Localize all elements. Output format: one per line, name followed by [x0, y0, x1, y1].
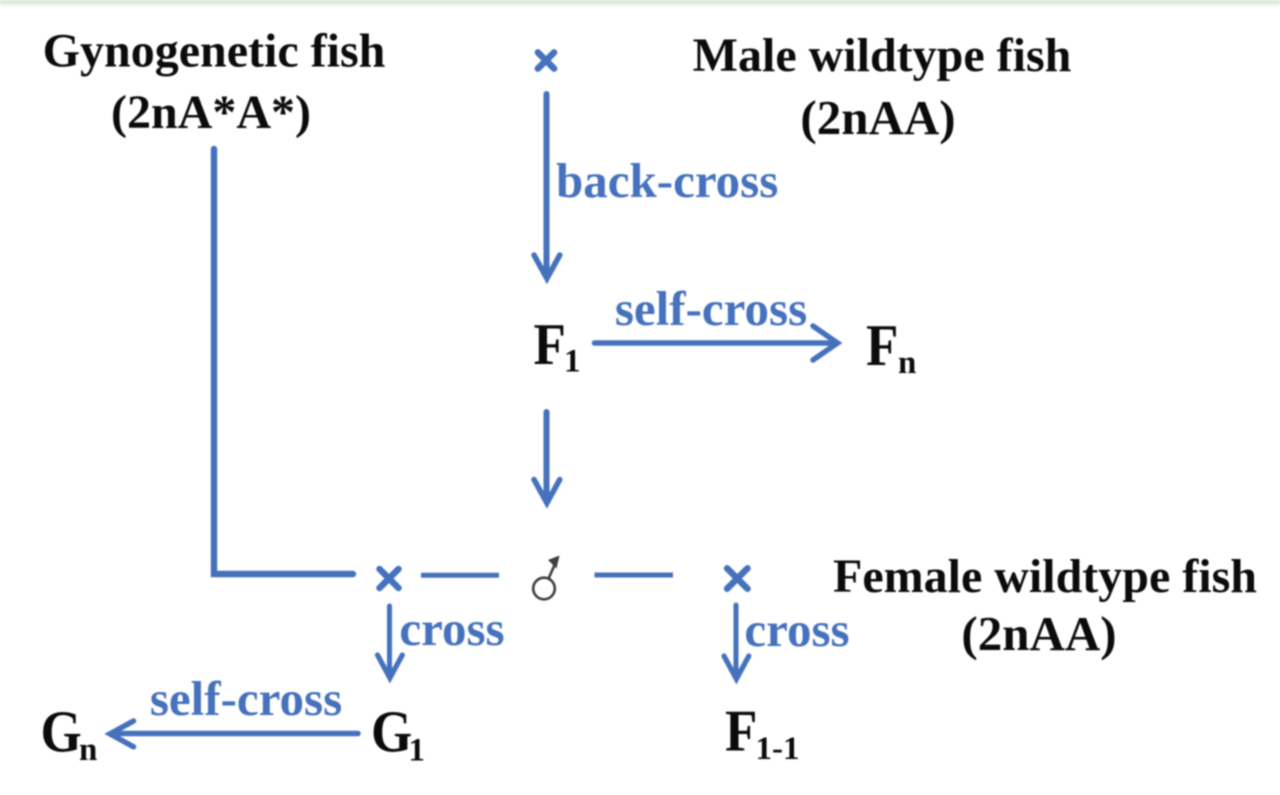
svg-text:Female wildtype fish: Female wildtype fish: [833, 550, 1257, 603]
svg-text:back-cross: back-cross: [556, 153, 778, 208]
svg-text:1: 1: [409, 733, 426, 769]
svg-text:1: 1: [564, 344, 581, 380]
svg-text:Gynogenetic fish: Gynogenetic fish: [43, 25, 386, 78]
svg-text:cross: cross: [399, 601, 504, 656]
svg-text:self-cross: self-cross: [150, 671, 342, 726]
svg-text:G: G: [371, 700, 412, 765]
svg-text:self-cross: self-cross: [615, 281, 807, 336]
svg-text:n: n: [79, 732, 97, 768]
svg-text:F: F: [725, 699, 757, 764]
svg-text:G: G: [41, 700, 82, 765]
svg-text:Male wildtype fish: Male wildtype fish: [693, 29, 1072, 82]
svg-text:(2nAA): (2nAA): [961, 606, 1116, 661]
svg-text:cross: cross: [744, 602, 849, 657]
svg-text:F: F: [866, 313, 898, 378]
svg-text:1-1: 1-1: [756, 731, 800, 767]
svg-text:(2nA*A*): (2nA*A*): [111, 86, 311, 139]
svg-text:n: n: [898, 345, 916, 381]
svg-text:(2nAA): (2nAA): [800, 90, 955, 145]
svg-text:F: F: [534, 312, 566, 377]
